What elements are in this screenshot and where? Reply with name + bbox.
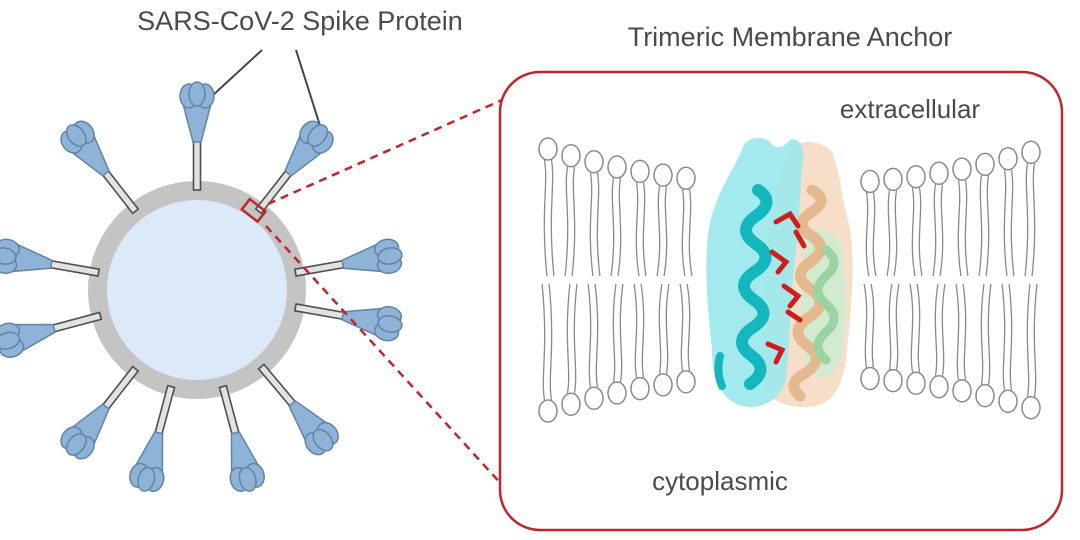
phospholipid-icon	[975, 152, 995, 277]
cytoplasmic-label: cytoplasmic	[652, 466, 788, 496]
phospholipid-icon	[883, 283, 903, 393]
spike-protein-icon	[293, 238, 403, 278]
phospholipid-icon	[998, 283, 1018, 414]
phospholipid-icon	[607, 283, 627, 405]
phospholipid-icon	[906, 283, 926, 396]
spike-protein-icon	[218, 384, 265, 493]
spike-protein-title: SARS-CoV-2 Spike Protein	[137, 6, 463, 36]
phospholipid-icon	[630, 283, 650, 401]
phospholipid-icon	[929, 283, 949, 399]
phospholipid-icon	[676, 166, 696, 277]
tan-helix	[788, 184, 827, 402]
transmembrane-helix-icon	[706, 137, 853, 408]
virus-particle-icon	[88, 181, 306, 399]
spike-protein-icon	[293, 302, 403, 342]
callout-line-top	[267, 90, 521, 206]
cyan-helix-tail	[714, 352, 726, 390]
phospholipid-icon	[929, 161, 949, 277]
phospholipid-icon	[883, 167, 903, 277]
phospholipid-icon	[630, 159, 650, 277]
spike-protein-icon	[257, 363, 339, 456]
red-residues	[765, 210, 807, 365]
spike-protein-icon	[60, 120, 140, 215]
phospholipid-icon	[1021, 140, 1041, 277]
phospholipid-icon	[653, 163, 673, 277]
callout-line-bottom	[265, 225, 515, 499]
phospholipid-icon	[676, 283, 696, 394]
phospholipid-icon	[860, 283, 880, 391]
phospholipid-icon	[584, 149, 604, 277]
lipid-bilayer	[538, 137, 1041, 423]
phospholipid-icon	[1021, 283, 1041, 420]
phospholipid-icon	[607, 155, 627, 277]
spike-leader-line-right	[295, 49, 323, 133]
phospholipid-icon	[906, 164, 926, 277]
spike-protein-icon	[129, 384, 176, 493]
extracellular-label: extracellular	[840, 94, 981, 124]
phospholipid-icon	[952, 283, 972, 403]
spike-protein-icon	[0, 238, 101, 278]
phospholipid-icon	[975, 283, 995, 408]
green-helix	[813, 245, 839, 365]
phospholipid-icon	[584, 283, 604, 411]
spike-protein-icon	[60, 365, 140, 460]
spike-protein-icon	[0, 311, 103, 358]
membrane-anchor-title: Trimeric Membrane Anchor	[628, 22, 953, 52]
spike-protein-group	[0, 81, 403, 493]
phospholipid-icon	[538, 283, 558, 423]
zoom-highlight-box	[240, 197, 268, 224]
phospholipid-icon	[561, 143, 581, 277]
phospholipid-icon	[653, 283, 673, 397]
cyan-helix	[736, 184, 773, 390]
phospholipid-icon	[538, 137, 558, 277]
spike-leader-line-left	[211, 49, 263, 97]
phospholipid-icon	[998, 146, 1018, 277]
phospholipid-icon	[952, 157, 972, 277]
spike-protein-icon	[254, 120, 334, 215]
phospholipid-icon	[561, 283, 581, 417]
spike-protein-icon	[179, 81, 215, 191]
phospholipid-icon	[860, 169, 880, 277]
